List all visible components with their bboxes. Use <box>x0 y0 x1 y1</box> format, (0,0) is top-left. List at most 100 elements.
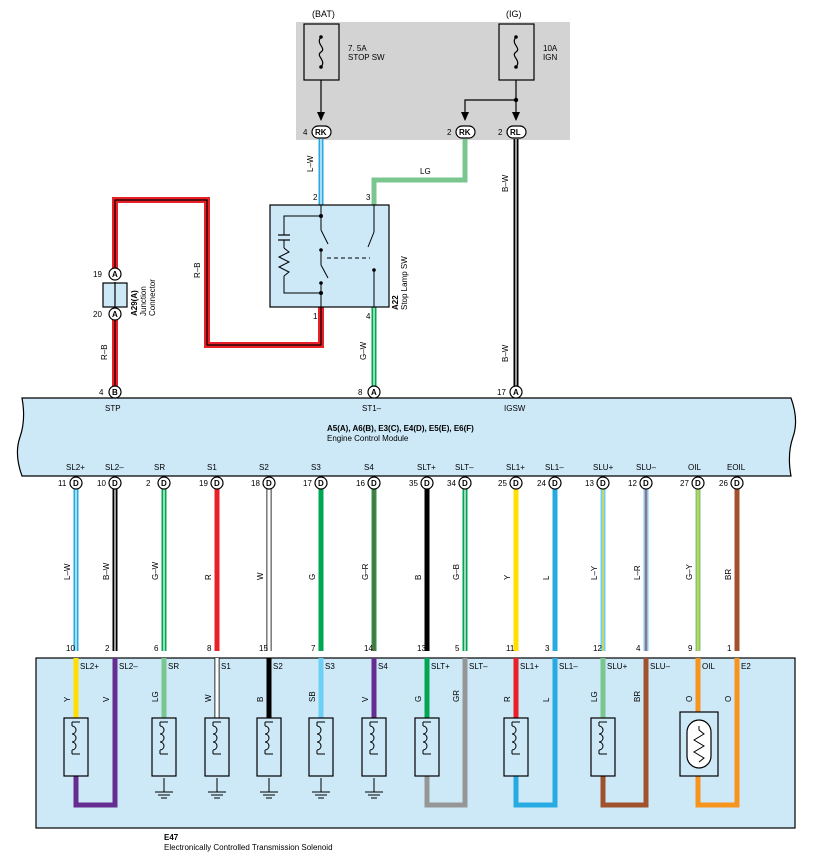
solenoid-pin-0: 10 <box>66 644 75 653</box>
svg-text:4: 4 <box>99 388 104 397</box>
svg-text:S3: S3 <box>311 463 321 472</box>
svg-text:SLT–: SLT– <box>455 463 474 472</box>
solenoid-pin-3: 8 <box>207 644 212 653</box>
solenoid-wire-color-13: O <box>685 696 694 702</box>
wire-label-1: B–W <box>102 562 111 580</box>
stop-lamp-switch <box>269 204 390 308</box>
svg-text:10: 10 <box>97 479 106 488</box>
svg-text:25: 25 <box>498 479 507 488</box>
solenoid-label-13: OIL <box>702 662 715 671</box>
svg-text:EOIL: EOIL <box>727 463 746 472</box>
wire-label-9: Y <box>503 574 512 580</box>
solenoid-pin-13: 9 <box>688 644 693 653</box>
stop-lamp-code: A22 <box>391 295 400 310</box>
ground-icon <box>155 778 173 799</box>
solenoid-wire-color-2: LG <box>151 691 160 702</box>
solenoid-wire-color-4: B <box>256 697 265 702</box>
solenoid-label-1: SL2– <box>119 662 138 671</box>
wire-label-4: W <box>256 572 265 580</box>
solenoid-pin-8: 5 <box>455 644 460 653</box>
svg-text:A: A <box>112 270 118 279</box>
solenoid-sl2-coil <box>63 717 89 777</box>
wire-r-b <box>112 197 324 386</box>
solenoid-wire-color-8: GR <box>452 690 461 702</box>
solenoid-pin-14: 1 <box>727 644 732 653</box>
oil-temp-sensor <box>679 711 719 777</box>
solenoid-pin-7: 13 <box>417 644 426 653</box>
solenoid-label-9: SL1+ <box>520 662 539 671</box>
solenoid-wire-color-5: SB <box>308 691 317 702</box>
svg-text:SLT+: SLT+ <box>417 463 436 472</box>
wire-label-10: L <box>542 575 551 580</box>
connector-rk-4: RK 4 <box>303 125 332 139</box>
svg-text:STP: STP <box>105 404 121 413</box>
svg-text:A: A <box>513 388 519 397</box>
wire-label-rb-left: R–B <box>100 344 109 360</box>
wire-label-8: G–B <box>452 564 461 580</box>
svg-text:S2: S2 <box>259 463 269 472</box>
ecm-pin-igsw: A 17 IGSW <box>497 385 526 413</box>
svg-text:2: 2 <box>146 479 151 488</box>
solenoid-wire-color-0: Y <box>63 696 72 702</box>
solenoid-wire-color-11: LG <box>590 691 599 702</box>
wire-label-12: L–R <box>633 565 642 580</box>
svg-text:D: D <box>73 479 79 488</box>
ground-icon <box>365 778 383 799</box>
svg-text:D: D <box>462 479 468 488</box>
fuse-ign-name: IGN <box>543 53 557 62</box>
solenoid-pin-5: 7 <box>311 644 316 653</box>
solenoid-label-0: SL2+ <box>80 662 99 671</box>
ecm-pin-stp: B 4 STP <box>99 385 122 413</box>
connector-rl-2: RL 2 <box>498 125 527 139</box>
svg-text:17: 17 <box>303 479 312 488</box>
svg-text:27: 27 <box>680 479 689 488</box>
svg-text:16: 16 <box>356 479 365 488</box>
wire-label-rb-mid: R–B <box>193 262 202 278</box>
solenoid-name: Electronically Controlled Transmission S… <box>164 843 333 852</box>
fuse-stop-sw-name: STOP SW <box>348 53 385 62</box>
svg-text:A: A <box>371 388 377 397</box>
svg-text:26: 26 <box>719 479 728 488</box>
ig-label: (IG) <box>506 9 522 19</box>
solenoid-slu-coil <box>590 717 616 777</box>
svg-text:12: 12 <box>628 479 637 488</box>
solenoid-label-12: SLU– <box>650 662 671 671</box>
bat-label: (BAT) <box>312 9 335 19</box>
svg-text:8: 8 <box>358 388 363 397</box>
solenoid-label-4: S2 <box>273 662 283 671</box>
solenoid-wire-color-9: R <box>503 696 512 702</box>
wire-label-bw-bottom: B–W <box>501 344 510 362</box>
svg-text:SL1+: SL1+ <box>506 463 525 472</box>
ecm-name: Engine Control Module <box>327 434 409 443</box>
power-source-panel <box>296 22 570 140</box>
solenoid-pin-6: 14 <box>364 644 373 653</box>
svg-text:ST1–: ST1– <box>362 404 382 413</box>
solenoid-s3-coil <box>308 717 334 777</box>
stop-lamp-pin-3: 3 <box>366 193 371 202</box>
svg-text:S4: S4 <box>364 463 374 472</box>
svg-text:RK: RK <box>315 128 327 137</box>
solenoid-sl1-coil <box>503 717 529 777</box>
solenoid-wire-color-10: L <box>542 697 551 702</box>
stop-lamp-pin-4: 4 <box>366 312 371 321</box>
ground-icon <box>312 778 330 799</box>
solenoid-pin-11: 12 <box>593 644 602 653</box>
solenoid-label-6: S4 <box>378 662 388 671</box>
wire-label-2: G–W <box>151 561 160 580</box>
svg-text:D: D <box>266 479 272 488</box>
junction-code: A29(A) <box>130 290 139 316</box>
wire-label-3: R <box>204 574 213 580</box>
ecm-pin-st1: A 8 ST1– <box>358 385 382 413</box>
stop-lamp-name: Stop Lamp SW <box>400 256 409 310</box>
wire-label-5: G <box>308 574 317 580</box>
solenoid-slt-coil <box>414 717 440 777</box>
svg-text:2: 2 <box>447 128 452 137</box>
svg-text:17: 17 <box>497 388 506 397</box>
